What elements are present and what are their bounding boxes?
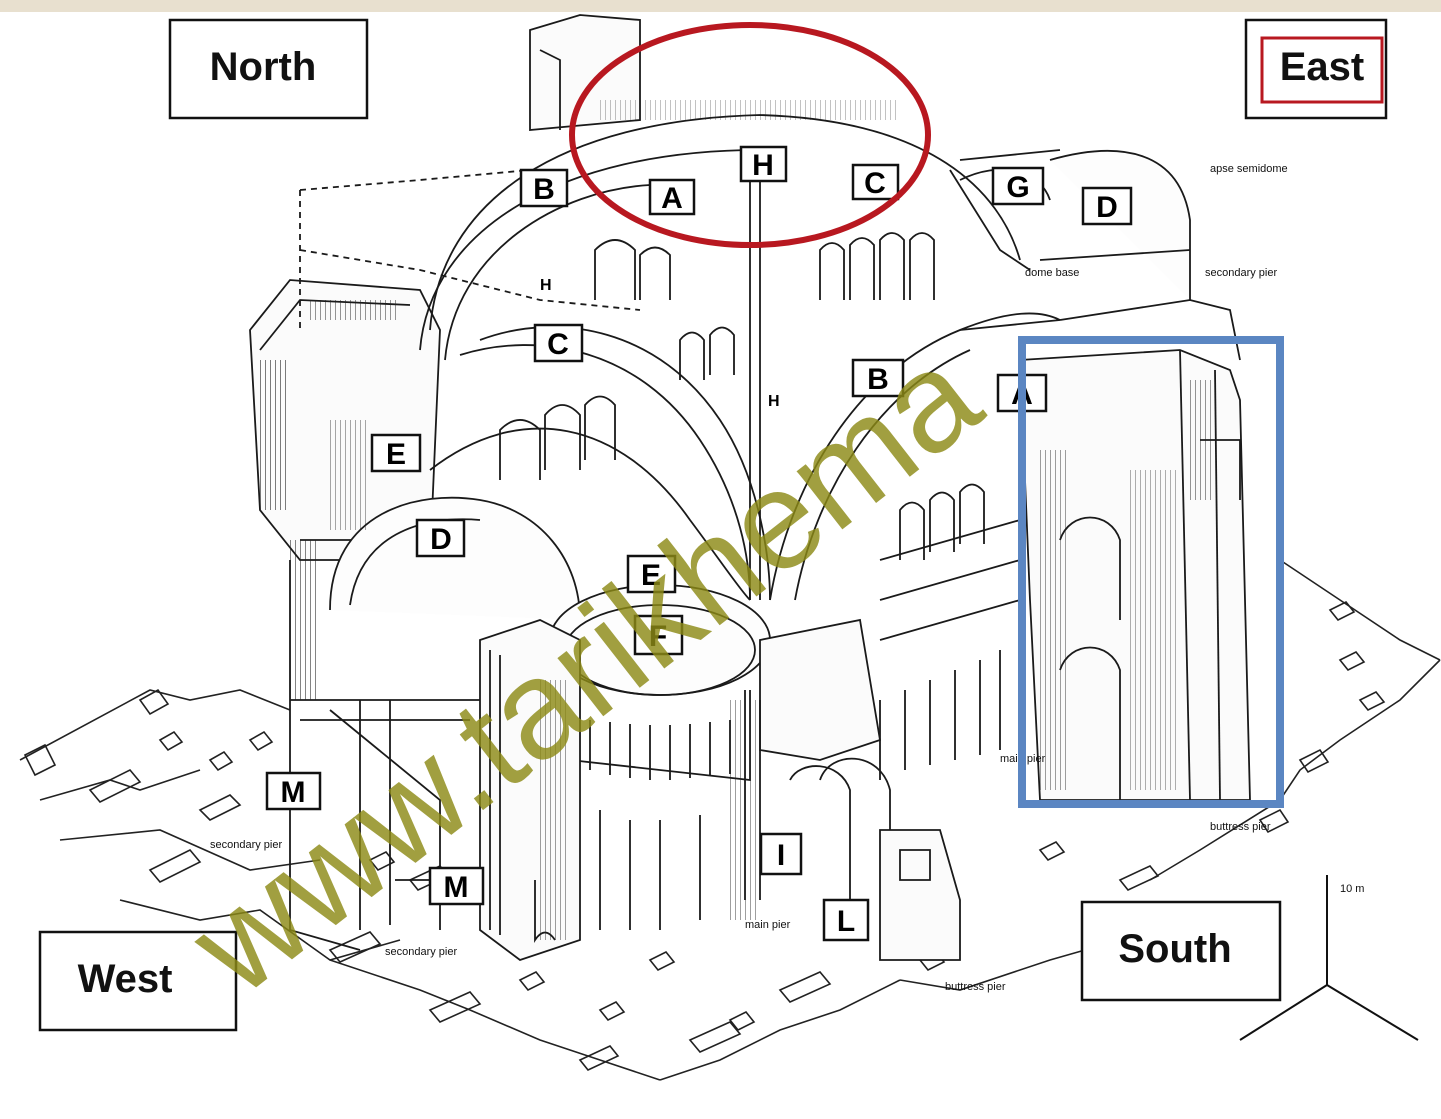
annotation-buttress-pier-right: buttress pier (1210, 821, 1271, 833)
label-box-D-right: D (1081, 186, 1133, 226)
svg-text:E: E (386, 438, 406, 471)
svg-text:West: West (78, 957, 173, 1001)
svg-text:H: H (752, 149, 774, 182)
compass-west-label: West (38, 930, 238, 1032)
compass-north-label: North (168, 18, 369, 120)
annotation-dome-base: dome base (1025, 267, 1079, 279)
label-box-A-top: A (648, 178, 696, 216)
small-label-H-2: H (768, 393, 780, 410)
svg-text:East: East (1280, 45, 1365, 89)
svg-text:G: G (1006, 171, 1029, 204)
svg-text:C: C (547, 328, 569, 361)
label-box-E-left: E (370, 433, 422, 473)
svg-text:F: F (649, 620, 667, 653)
label-box-I-center: I (759, 832, 803, 876)
compass-east-label: East (1244, 18, 1388, 120)
label-box-G-top: G (991, 166, 1045, 206)
letter-labels: H C A B G D C B (265, 145, 1133, 942)
label-box-E-center: E (626, 554, 677, 594)
annotation-secondary-pier-left: secondary pier (210, 839, 282, 851)
label-box-B-left: B (519, 168, 569, 208)
compass-south-label: South (1080, 900, 1282, 1002)
paper-top-strip (0, 0, 1441, 12)
label-box-F-center: F (633, 614, 684, 656)
svg-text:B: B (533, 173, 555, 206)
east-red-highlight (1260, 36, 1384, 104)
annotation-secondary-pier-bottom: secondary pier (385, 946, 457, 958)
label-box-M-2: M (428, 866, 485, 906)
svg-text:L: L (837, 905, 855, 938)
svg-text:South: South (1118, 927, 1231, 971)
scale-and-axes (1239, 875, 1419, 1041)
svg-text:A: A (661, 182, 683, 215)
annotation-scale: 10 m (1340, 883, 1364, 895)
svg-text:M: M (281, 776, 306, 809)
label-box-C-mid: C (533, 323, 584, 363)
label-box-B-mid: B (851, 358, 905, 398)
svg-text:North: North (210, 45, 317, 89)
dome-red-highlight-ellipse (569, 22, 931, 248)
svg-text:M: M (444, 871, 469, 904)
svg-text:B: B (867, 363, 889, 396)
blue-highlight-box (1018, 336, 1284, 808)
svg-text:I: I (777, 839, 785, 872)
svg-text:E: E (641, 559, 661, 592)
small-label-H-1: H (540, 277, 552, 294)
svg-text:D: D (1096, 191, 1118, 224)
annotation-secondary-pier-right: secondary pier (1205, 267, 1277, 279)
label-box-C-top: C (851, 163, 900, 201)
hatched-wall-sections (260, 100, 1215, 940)
svg-text:C: C (864, 167, 886, 200)
label-box-M-1: M (265, 771, 322, 811)
annotation-apse-semidome: apse semidome (1210, 163, 1288, 175)
annotations: apse semidome dome base secondary pier m… (210, 163, 1364, 993)
label-box-H-top: H (739, 145, 788, 183)
svg-text:D: D (430, 523, 452, 556)
annotation-main-pier-center: main pier (745, 919, 791, 931)
label-box-L-center: L (822, 898, 870, 942)
annotation-buttress-pier-bottom: buttress pier (945, 981, 1006, 993)
label-box-D-left: D (415, 518, 466, 558)
